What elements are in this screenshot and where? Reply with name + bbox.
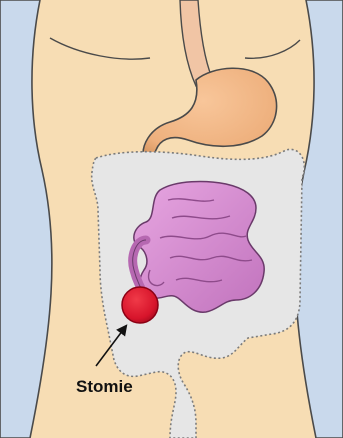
stoma-marker	[122, 287, 158, 323]
stoma-label: Stomie	[76, 377, 133, 396]
